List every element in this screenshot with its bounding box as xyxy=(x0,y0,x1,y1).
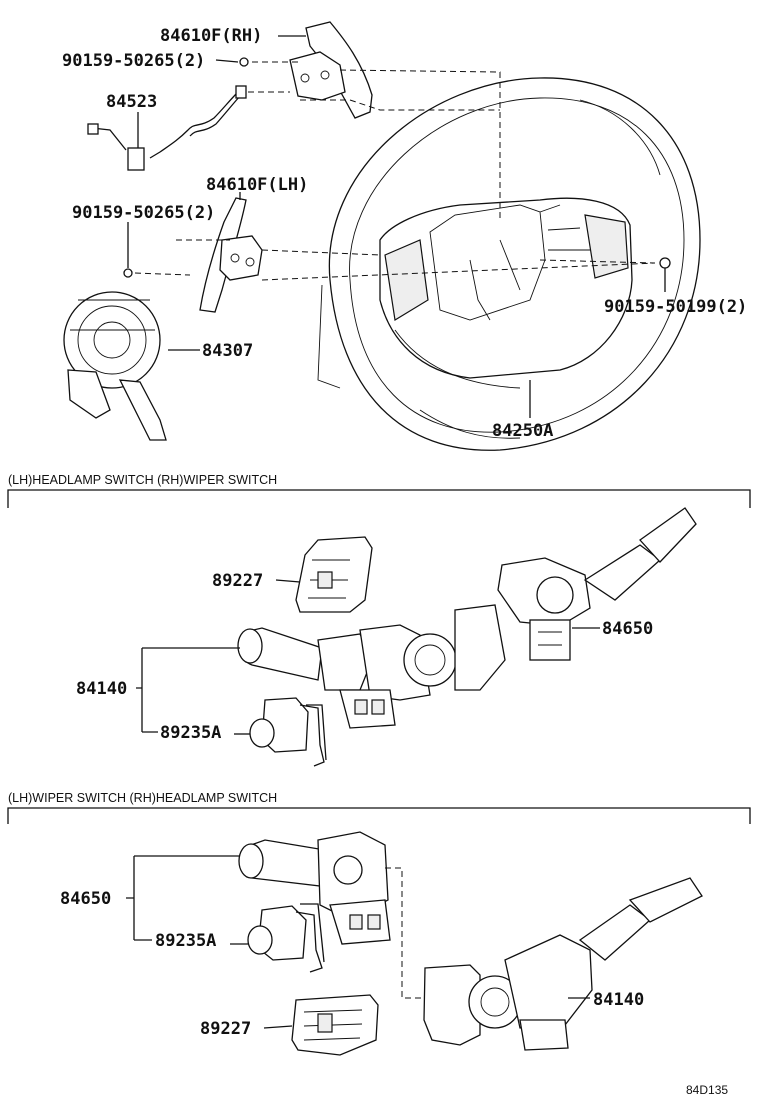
section2-title: (LH)WIPER SWITCH (RH)HEADLAMP SWITCH xyxy=(8,791,277,805)
sensor-s2 xyxy=(291,994,379,1056)
headlamp-switch-s1 xyxy=(237,604,506,729)
label-s2-sensor: 89227 xyxy=(200,1019,251,1039)
section2-guide xyxy=(385,867,425,999)
label-s2-headlamp: 84140 xyxy=(593,990,644,1010)
wiper-switch-s1 xyxy=(497,507,697,661)
guide-lines-top xyxy=(134,61,656,281)
wiper-switch-s2 xyxy=(238,831,391,945)
label-paddle-rh: 84610F(RH) xyxy=(160,26,262,46)
label-s1-headlamp: 84140 xyxy=(76,679,127,699)
spiral-cable xyxy=(63,291,167,441)
headlamp-switch-s2 xyxy=(423,877,703,1051)
wire-harness xyxy=(87,85,247,171)
screw-rh xyxy=(239,57,249,67)
label-s1-cruise: 89235A xyxy=(160,723,221,743)
label-screw-right: 90159-50199(2) xyxy=(604,297,747,317)
paddle-shift-lh xyxy=(199,197,263,313)
section1-title: (LH)HEADLAMP SWITCH (RH)WIPER SWITCH xyxy=(8,473,277,487)
screw-lh xyxy=(123,268,133,278)
top-leaders xyxy=(127,35,666,418)
label-s1-sensor: 89227 xyxy=(212,571,263,591)
steering-wheel-drawing xyxy=(317,77,701,451)
section2-bracket xyxy=(7,807,751,824)
label-wheel-switch: 84250A xyxy=(492,421,553,441)
cruise-switch-s2 xyxy=(247,903,325,973)
screw-right xyxy=(659,257,671,269)
cruise-switch-s1 xyxy=(249,697,327,767)
label-wire-harness: 84523 xyxy=(106,92,157,112)
diagram-ref-code: 84D135 xyxy=(686,1083,728,1097)
sensor-s1 xyxy=(295,536,373,613)
label-s2-wiper: 84650 xyxy=(60,889,111,909)
section1-bracket xyxy=(7,489,751,508)
section2-leaders xyxy=(126,855,590,1029)
label-s1-wiper: 84650 xyxy=(602,619,653,639)
label-s2-cruise: 89235A xyxy=(155,931,216,951)
label-paddle-lh: 84610F(LH) xyxy=(206,175,308,195)
section1-leaders xyxy=(136,579,600,735)
label-screw-rh: 90159-50265(2) xyxy=(62,51,205,71)
label-spiral-cable: 84307 xyxy=(202,341,253,361)
label-screw-lh: 90159-50265(2) xyxy=(72,203,215,223)
paddle-shift-rh xyxy=(289,21,373,119)
